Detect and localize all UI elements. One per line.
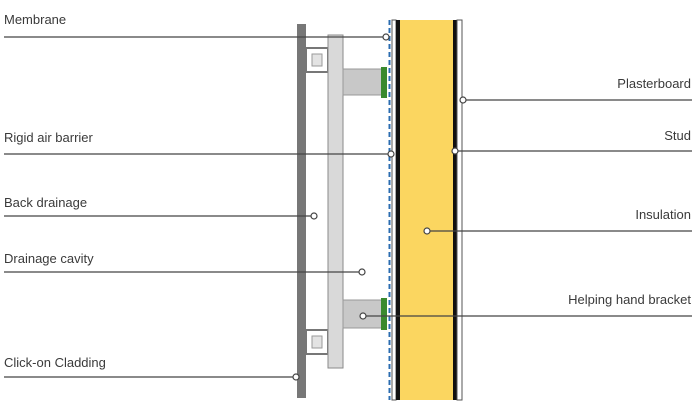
stud-flange-inner xyxy=(453,20,457,400)
vertical-rail xyxy=(327,34,344,369)
leader-helping-hand-bracket xyxy=(359,312,692,320)
label-insulation: Insulation xyxy=(635,207,691,222)
cladding-clip-bottom xyxy=(305,329,329,355)
helping-hand-bracket-top xyxy=(342,67,387,98)
label-membrane: Membrane xyxy=(4,12,67,27)
label-stud: Stud xyxy=(664,128,691,143)
leader-back-drainage xyxy=(4,212,318,220)
plasterboard-board xyxy=(456,19,463,401)
leader-stud xyxy=(451,147,692,155)
cladding-clip-top xyxy=(305,47,329,73)
leader-rigid-air-barrier xyxy=(4,150,395,158)
cladding-board xyxy=(297,24,306,398)
label-helping-hand-bracket: Helping hand bracket xyxy=(568,292,691,307)
label-plasterboard: Plasterboard xyxy=(617,76,691,91)
leader-drainage-cavity xyxy=(4,268,366,276)
label-rigid-air-barrier: Rigid air barrier xyxy=(4,130,93,145)
insulation-fill xyxy=(400,20,453,400)
rigid-air-barrier-board xyxy=(391,19,397,401)
label-back-drainage: Back drainage xyxy=(4,195,88,210)
leader-membrane xyxy=(4,33,390,41)
leader-plasterboard xyxy=(459,96,692,104)
label-drainage-cavity: Drainage cavity xyxy=(4,251,94,266)
stud-flange-outer xyxy=(396,20,400,400)
leader-insulation xyxy=(423,227,692,235)
label-click-on-cladding: Click-on Cladding xyxy=(4,355,106,370)
leader-click-on-cladding xyxy=(4,373,300,381)
